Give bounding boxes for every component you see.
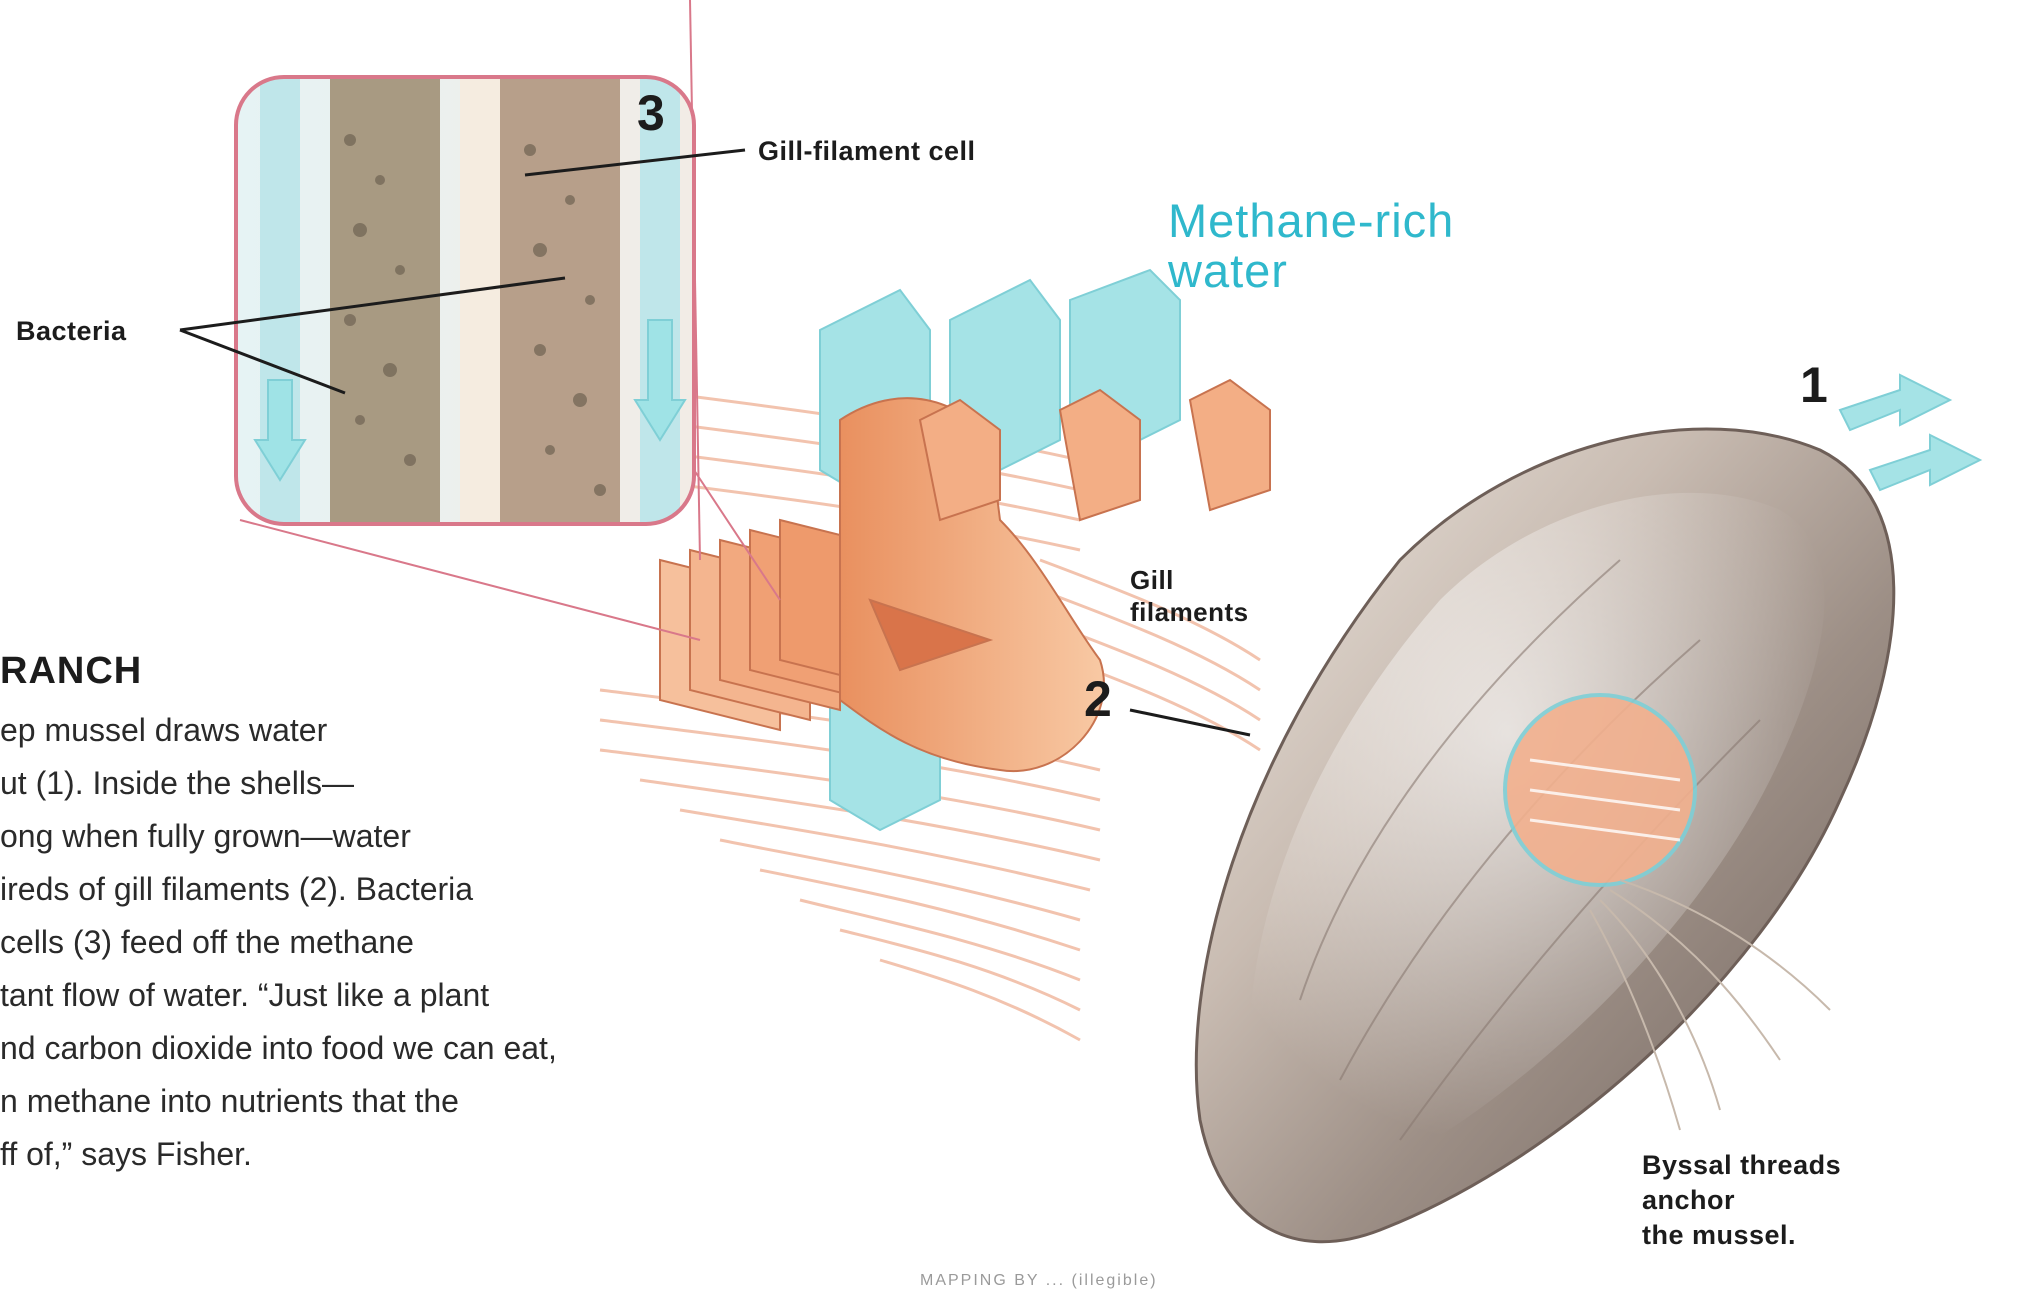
label-byssal-2: anchor — [1642, 1185, 1735, 1215]
label-byssal-1: Byssal threads — [1642, 1150, 1841, 1180]
marker-2: 2 — [1084, 674, 1112, 724]
caption-line: ep mussel draws water — [0, 704, 800, 757]
caption-line: ut (1). Inside the shells— — [0, 757, 800, 810]
marker-3: 3 — [637, 88, 665, 138]
label-gill-filaments-1: Gill — [1130, 565, 1174, 595]
label-byssal-3: the mussel. — [1642, 1220, 1796, 1250]
label-methane-rich-2: water — [1168, 246, 1288, 296]
caption-line: n methane into nutrients that the — [0, 1075, 800, 1128]
inset-panel — [236, 77, 694, 524]
caption-line: ireds of gill filaments (2). Bacteria — [0, 863, 800, 916]
outflow-arrows — [1840, 375, 1980, 490]
caption-heading: RANCH — [0, 650, 142, 693]
label-methane-rich-1: Methane-rich — [1168, 196, 1454, 246]
label-bacteria: Bacteria — [16, 316, 127, 346]
marker-1: 1 — [1800, 360, 1828, 410]
credit-line: MAPPING BY ... (illegible) — [920, 1272, 1158, 1290]
caption-line: ong when fully grown—water — [0, 810, 800, 863]
caption-line: cells (3) feed off the methane — [0, 916, 800, 969]
caption-line: nd carbon dioxide into food we can eat, — [0, 1022, 800, 1075]
mussel-shell — [1196, 429, 1894, 1242]
caption-line: tant flow of water. “Just like a plant — [0, 969, 800, 1022]
label-gill-filament-cell: Gill-filament cell — [758, 136, 976, 166]
caption-body: ep mussel draws water ut (1). Inside the… — [0, 704, 800, 1181]
label-gill-filaments-2: filaments — [1130, 597, 1249, 627]
caption-line: ff of,” says Fisher. — [0, 1128, 800, 1181]
